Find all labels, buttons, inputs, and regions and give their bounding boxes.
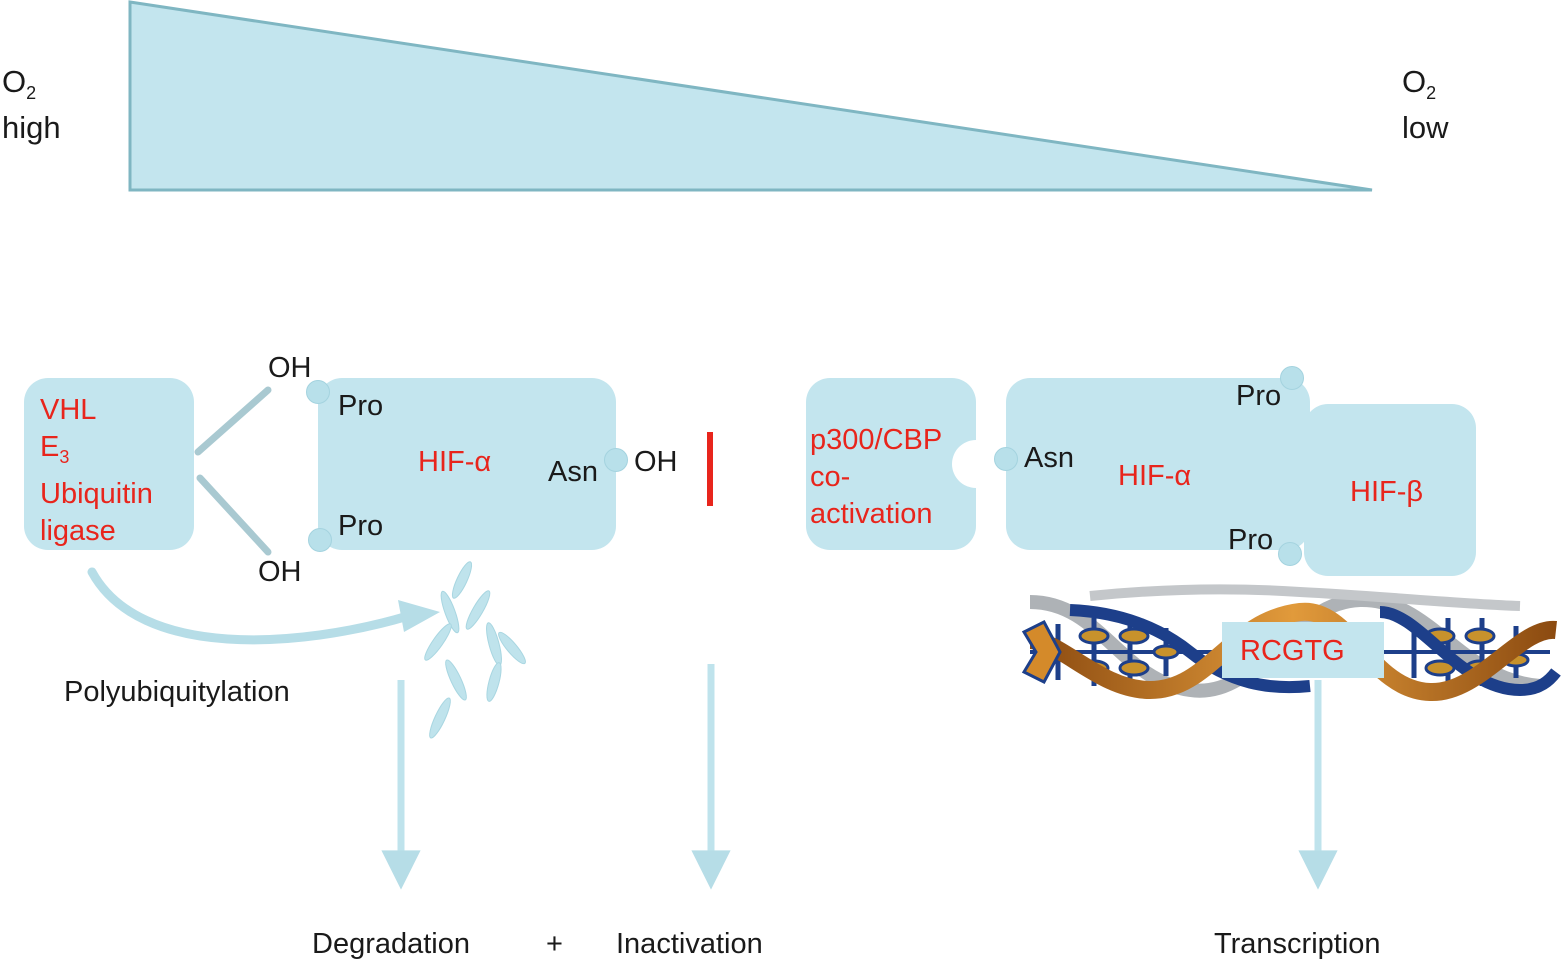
p300-docking-notch: [952, 440, 1000, 488]
vhl-line-2: E3: [40, 431, 70, 467]
dna-helix: [1021, 584, 1561, 701]
rcgtg-motif-box: [1222, 622, 1384, 678]
pro-bottom-site-left: [308, 528, 332, 552]
vhl-line-4: ligase: [40, 514, 116, 547]
base: [1118, 627, 1150, 645]
hif-alpha-box-left: [318, 378, 616, 550]
p300-line-1: p300/CBP: [810, 424, 943, 456]
o2-subscript: 2: [1426, 83, 1437, 104]
base: [1078, 627, 1110, 645]
low-label: low: [1402, 110, 1449, 145]
dna-orange-strand: [1029, 602, 1557, 701]
ubiquitin-unit: [451, 561, 473, 599]
pro-top-site-right: [1280, 366, 1304, 390]
hif-beta-box: [1304, 404, 1476, 576]
pro-bottom-site-right: [1278, 542, 1302, 566]
asn-label-right: Asn: [1024, 442, 1074, 474]
dna-blue-strand: [1069, 604, 1311, 694]
rcgtg-motif-label: RCGTG: [1240, 635, 1345, 667]
vhl-label: VHL E3 Ubiquitin ligase: [40, 392, 153, 550]
o2-symbol: O: [2, 64, 27, 99]
p300-label: p300/CBP co- activation: [810, 422, 942, 533]
o2-low-label: O2: [1402, 66, 1436, 102]
degradation-label: Degradation: [312, 928, 470, 960]
asn-site-right: [994, 447, 1018, 471]
polyubiquitylation-arrowhead: [398, 600, 440, 632]
ubiquitin-unit: [440, 590, 460, 634]
ubiquitin-unit: [445, 659, 467, 701]
oh-asn-label: OH: [634, 446, 678, 478]
bond-line-top: [194, 386, 272, 456]
transcription-label: Transcription: [1214, 928, 1381, 960]
vhl-complex-box: [24, 378, 194, 550]
ubiquitin-unit: [465, 590, 491, 630]
polyubiquitylation-label: Polyubiquitylation: [64, 676, 290, 708]
ubiquitin-unit: [486, 622, 502, 666]
o2-subscript: 2: [26, 83, 37, 104]
high-label: high: [2, 110, 61, 145]
pro-top-site-left: [306, 380, 330, 404]
hif-alpha-label-right: HIF-α: [1118, 460, 1192, 492]
ubiquitin-unit: [424, 623, 452, 661]
p300-cbp-box: [806, 378, 976, 550]
bond-line-bottom: [196, 474, 272, 556]
o2-symbol: O: [1402, 64, 1427, 99]
ubiquitin-unit: [429, 697, 451, 739]
asn-label-left: Asn: [548, 456, 598, 488]
base: [1118, 659, 1150, 677]
hif-alpha-label-left: HIF-α: [418, 446, 492, 478]
dna-blue-strand: [1379, 606, 1561, 697]
ubiquitin-chain: [424, 561, 526, 739]
dna-end-cap: [1021, 620, 1062, 684]
pro-bottom-label-left: Pro: [338, 510, 384, 542]
hif-beta-label: HIF-β: [1350, 476, 1424, 508]
vhl-line-3: Ubiquitin: [40, 477, 153, 510]
base: [1464, 627, 1496, 645]
inactivation-label: Inactivation: [616, 928, 763, 960]
ubiquitin-unit: [498, 631, 526, 665]
plus-sign: +: [546, 928, 563, 960]
pro-bottom-label-right: Pro: [1228, 524, 1274, 556]
oh-bottom-label: OH: [258, 556, 302, 588]
oh-top-label: OH: [268, 352, 312, 384]
dna-back-strand: [1089, 584, 1521, 611]
hif-alpha-box-right: [1006, 378, 1310, 550]
oxygen-gradient-wedge: [128, 0, 1373, 192]
ubiquitin-unit: [486, 662, 502, 702]
asn-site-left: [604, 448, 628, 472]
p300-line-2: co-: [810, 461, 851, 493]
pro-top-label-right: Pro: [1236, 380, 1282, 412]
vhl-line-1: VHL: [40, 394, 97, 426]
polyubiquitylation-arrow: [87, 567, 413, 645]
p300-line-3: activation: [810, 498, 933, 530]
o2-high-label: O2: [2, 66, 36, 102]
pro-top-label-left: Pro: [338, 390, 384, 422]
base: [1152, 644, 1180, 660]
